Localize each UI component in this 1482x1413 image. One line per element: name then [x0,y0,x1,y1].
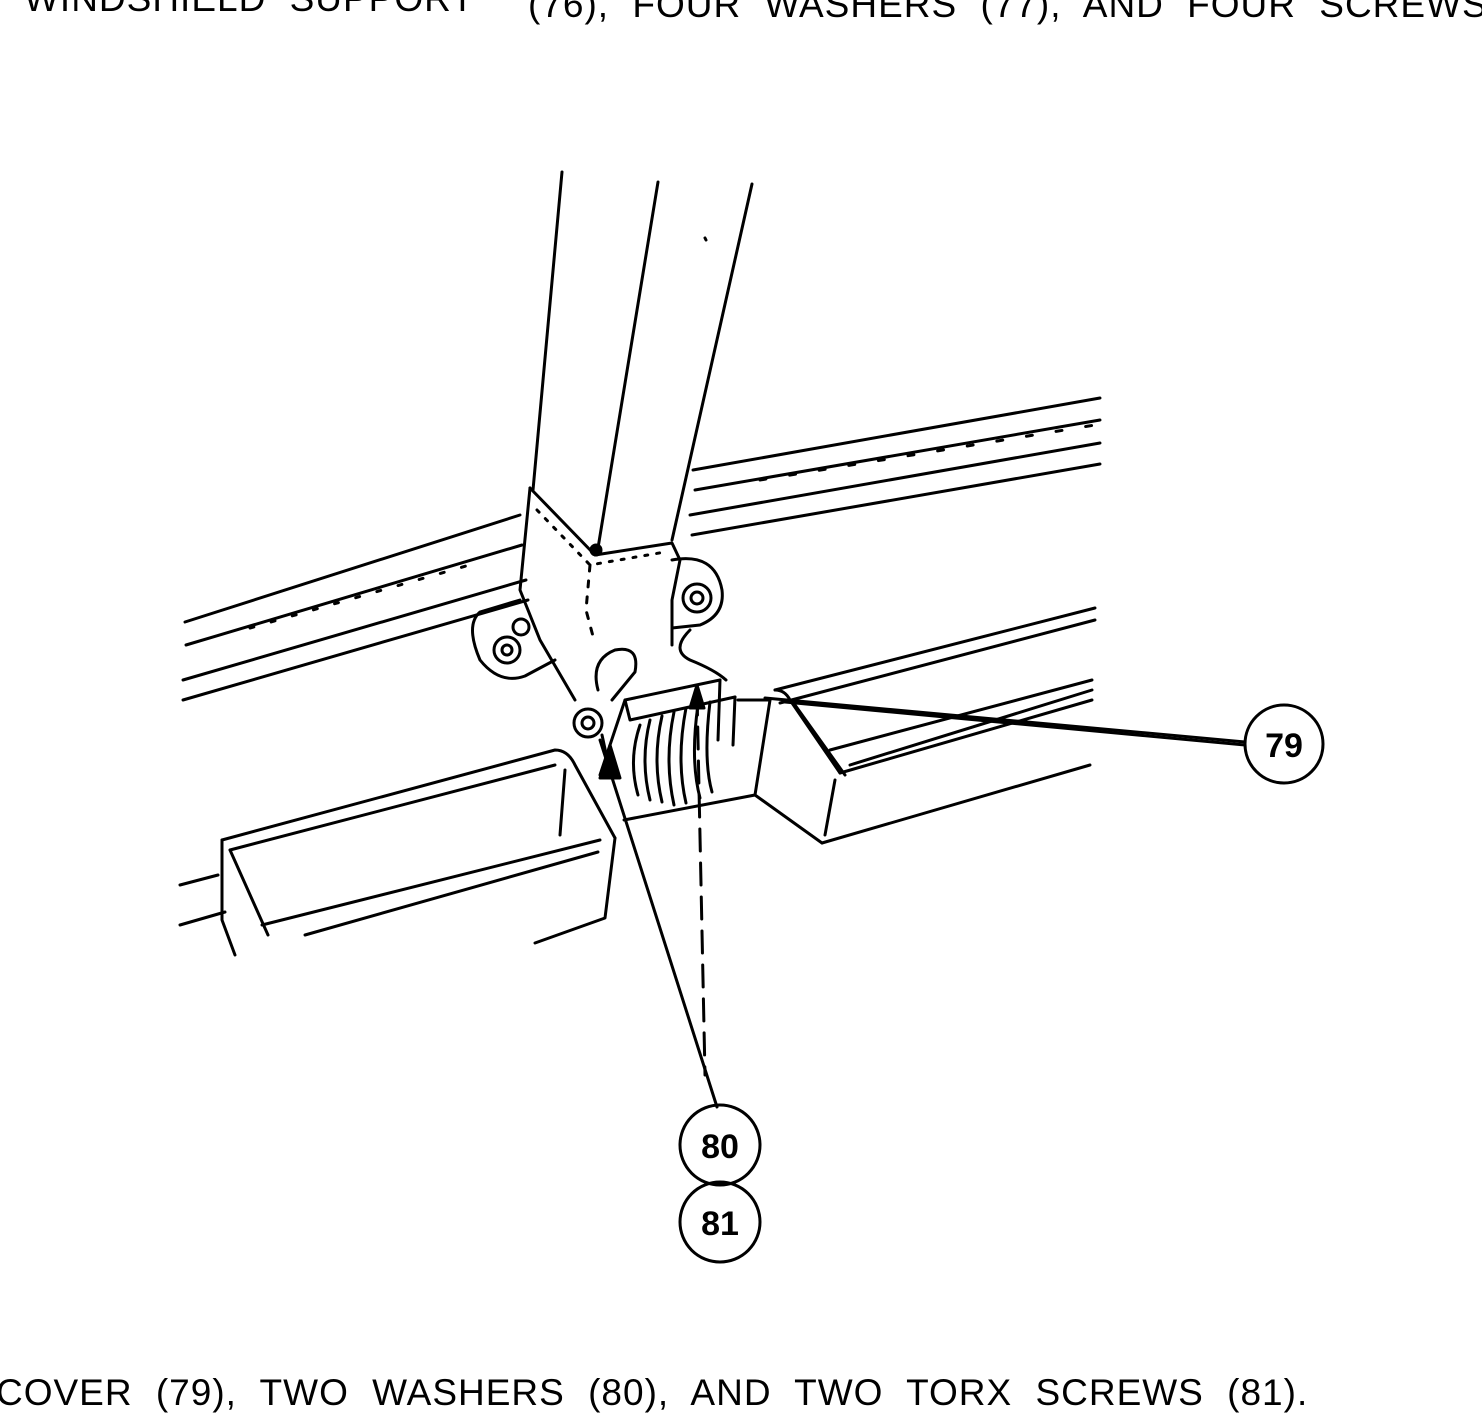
windshield-post [531,170,754,550]
support-bracket [471,486,728,702]
top-instruction-fragment-left: WINDSHIELD SUPPORT [24,0,475,17]
lower-channel-left [178,748,617,957]
callout-79-bubble [1243,703,1325,785]
lower-channel-right [753,606,1097,845]
top-instruction-fragment-right: (76), FOUR WASHERS (77), AND FOUR SCREWS [528,0,1482,25]
crossbar-left [181,513,530,702]
callout-79-leader [763,696,1247,747]
callout-81-label: 81 [701,1205,739,1243]
callout-81-bubble [678,1180,762,1264]
instruction-caption: COVER (79), TWO WASHERS (80), AND TWO TO… [0,1372,1309,1413]
crossbar-right [688,396,1102,537]
callout-80-label: 80 [701,1128,739,1166]
callout-80-81-leaders [598,683,719,1109]
callout-80-bubble [678,1103,762,1187]
callout-79-label: 79 [1265,727,1303,765]
